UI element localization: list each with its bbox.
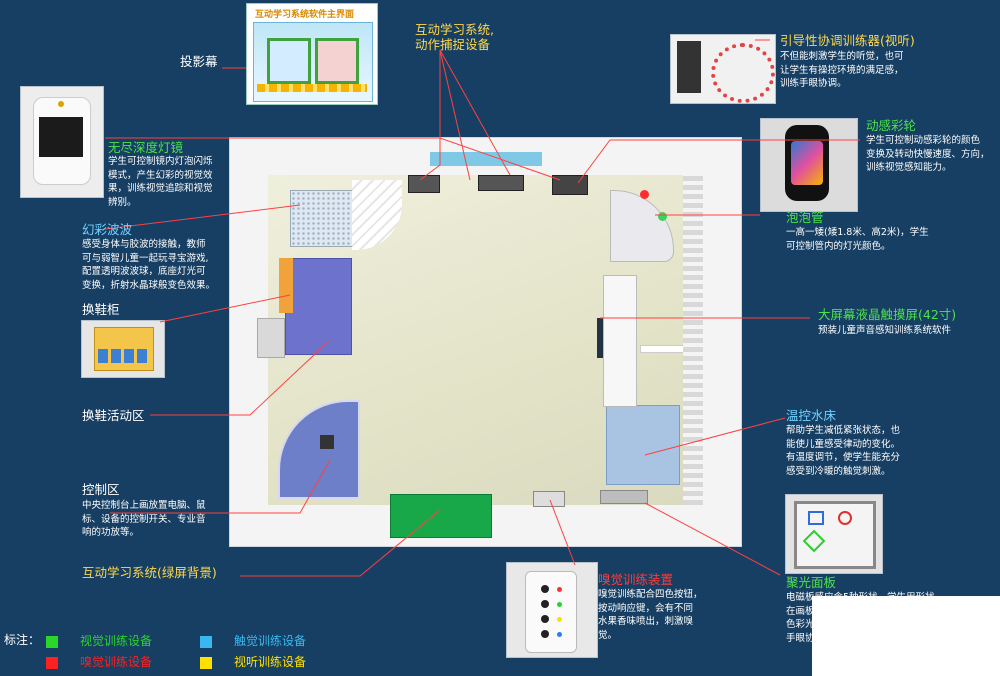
label-smell: 嗅觉训练装置 xyxy=(598,572,674,587)
smell-device-photo xyxy=(506,562,598,658)
water-bed xyxy=(606,405,680,485)
desc-water-bed: 帮助学生减低紧张状态，也 能使儿童感受律动的变化。 有温度调节，使学生能充分 感… xyxy=(786,425,901,477)
legend-label-visual: 视觉训练设备 xyxy=(80,634,153,648)
smell-device-small xyxy=(533,491,565,507)
wall-device-3 xyxy=(552,175,588,195)
label-spot-board: 聚光面板 xyxy=(786,575,837,590)
tv-stand xyxy=(603,275,637,407)
desc-touch-screen: 预装儿童声音感知训练系统软件 xyxy=(818,325,952,336)
mirror-device-photo xyxy=(20,86,104,198)
label-water-bed: 温控水床 xyxy=(786,408,837,423)
label-shoe-area: 换鞋活动区 xyxy=(82,408,145,423)
desc-wheel: 学生可控制动感彩轮的颜色 变换及转动快慢速度、方向， 训练视觉感知能力。 xyxy=(866,135,990,173)
label-wave: 幻彩波波 xyxy=(82,222,133,237)
label-mirror: 无尽深度灯镜 xyxy=(108,140,184,155)
label-control-area: 控制区 xyxy=(82,482,120,497)
green-screen-mat xyxy=(390,494,492,538)
legend-label-av: 视听训练设备 xyxy=(234,655,307,669)
spot-board-small xyxy=(600,490,648,504)
ui-title: 互动学习系统软件主界面 xyxy=(255,10,355,20)
bubble-tube-green xyxy=(658,212,667,221)
label-touch-screen: 大屏幕液晶触摸屏(42寸) xyxy=(818,307,957,322)
legend-swatch-smell xyxy=(46,657,58,669)
label-guide: 引导性协调训练器(视听) xyxy=(780,33,915,48)
wave-base xyxy=(279,258,293,313)
mirror-floor-tile xyxy=(290,190,354,247)
label-projector: 投影幕 xyxy=(180,54,218,69)
legend-label-smell: 嗅觉训练设备 xyxy=(80,655,153,669)
white-corner-patch xyxy=(812,596,1000,676)
legend-swatch-av xyxy=(200,657,212,669)
legend-swatch-visual xyxy=(46,636,58,648)
desc-spot-board: 电磁板感应含5种形状，学生用形状 在画板上划动，形成光线， 色彩光由此变化，训练… xyxy=(786,592,935,644)
partition-wall xyxy=(640,345,689,353)
label-capture-2: 动作捕捉设备 xyxy=(415,37,491,52)
wall-device-1 xyxy=(408,175,440,193)
spot-board-photo xyxy=(785,494,883,574)
projector-ui-screenshot: 互动学习系统软件主界面 xyxy=(246,3,378,105)
label-wheel: 动感彩轮 xyxy=(866,118,917,133)
tv-screen xyxy=(597,318,603,358)
wheel-device-photo xyxy=(760,118,858,212)
desc-wave: 感受身体与胶波的接触，教师 可与弱智儿童一起玩寻宝游戏, 配置透明波波球，底座灯… xyxy=(82,239,216,291)
guide-device-photo xyxy=(670,34,776,104)
right-wall-mirror xyxy=(683,175,703,505)
label-shoe-cabinet: 换鞋柜 xyxy=(82,302,120,317)
wave-pool xyxy=(285,258,352,355)
desc-smell: 嗅觉训练配合四色按钮， 按动响应键，会有不同 水果香味喷出，刺激嗅 觉。 xyxy=(598,589,703,641)
desc-guide: 不但能刺激学生的听觉，也可 让学生有操控环境的满足感， 训练手眼协调。 xyxy=(780,51,904,89)
desc-bubble: 一高一矮(矮1.8米、高2米)，学生 可控制管内的灯光颜色。 xyxy=(786,227,929,252)
desc-mirror: 学生可控制镜内灯泡闪烁 模式，产生幻彩的视觉效 果，训练视觉追踪和视觉 辨别。 xyxy=(108,156,213,208)
shoe-bench xyxy=(257,318,285,358)
legend-title: 标注： xyxy=(4,633,41,647)
legend-swatch-touch xyxy=(200,636,212,648)
label-capture-1: 互动学习系统, xyxy=(415,22,494,37)
legend-label-touch: 触觉训练设备 xyxy=(234,634,307,648)
shoe-cabinet-photo xyxy=(81,320,165,378)
wall-device-2 xyxy=(478,175,524,191)
control-console xyxy=(320,435,334,449)
bubble-tube-red xyxy=(640,190,649,199)
wall-screen-strip xyxy=(430,152,542,166)
desc-control: 中央控制台上画放置电脑、鼠 标、设备的控制开关、专业音 响的功放等。 xyxy=(82,500,206,538)
label-bubble: 泡泡管 xyxy=(786,210,824,225)
label-green-screen: 互动学习系统(绿屏背景) xyxy=(82,565,217,580)
